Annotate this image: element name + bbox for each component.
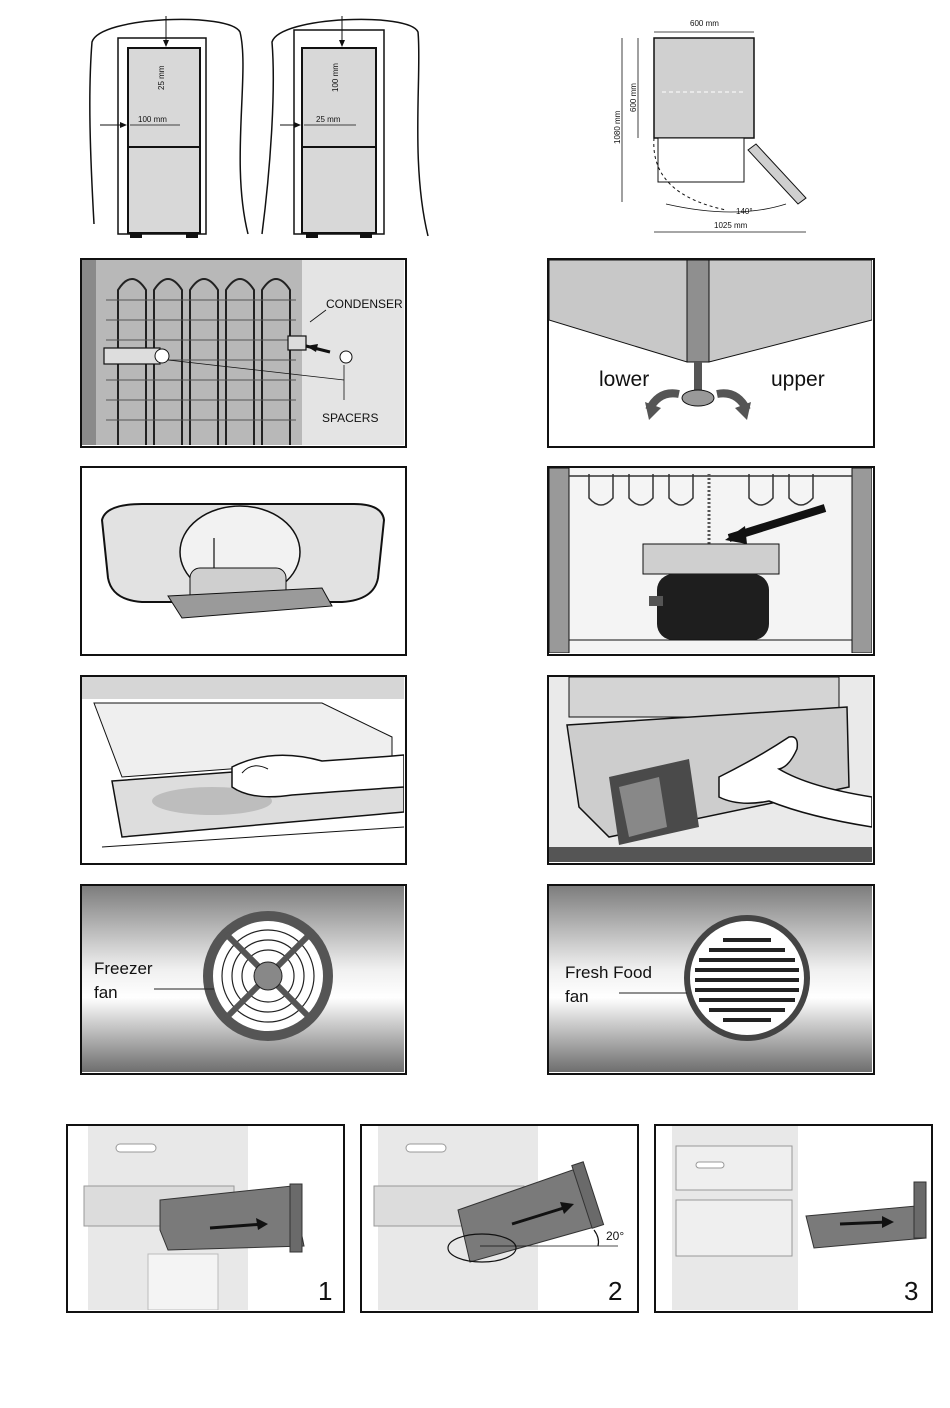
left-top-gap: 25 mm xyxy=(157,65,166,90)
drawer-step-2-panel: 20° 2 xyxy=(360,1124,639,1313)
depth-open-dimension: 1080 mm xyxy=(613,110,622,144)
cleaning-panel xyxy=(80,675,407,865)
condenser-label: CONDENSER xyxy=(326,297,403,311)
upper-label: upper xyxy=(771,368,825,391)
lower-label: lower xyxy=(599,368,649,391)
clearance-diagram: 25 mm 100 mm 100 mm 25 mm xyxy=(80,12,440,240)
spacers-label: SPACERS xyxy=(322,411,378,425)
step-2-angle: 20° xyxy=(606,1229,624,1243)
width-open-dimension: 1025 mm xyxy=(714,221,748,230)
width-dimension: 600 mm xyxy=(690,19,719,28)
step-2-number: 2 xyxy=(608,1276,622,1306)
door-angle: 140° xyxy=(736,207,753,216)
step-1-number: 1 xyxy=(318,1276,332,1306)
freezer-fan-panel: Freezer fan xyxy=(80,884,407,1075)
compressor-panel xyxy=(547,466,875,656)
lamp-cover-panel xyxy=(80,466,407,656)
depth-dimension: 600 mm xyxy=(629,83,638,112)
step-3-number: 3 xyxy=(904,1276,918,1306)
fresh-food-fan-label-1: Fresh Food xyxy=(565,963,652,982)
right-top-gap: 100 mm xyxy=(331,63,340,92)
fresh-food-fan-label-2: fan xyxy=(565,987,589,1006)
left-side-gap: 100 mm xyxy=(138,115,167,124)
drawer-removal-panel xyxy=(547,675,875,865)
dimension-diagram: 600 mm 600 mm 1080 mm 140° 1025 mm xyxy=(606,14,816,240)
condenser-spacers-panel: CONDENSER SPACERS xyxy=(80,258,407,448)
right-side-gap: 25 mm xyxy=(316,115,341,124)
drawer-step-1-panel: 1 xyxy=(66,1124,345,1313)
fresh-food-fan-panel: Fresh Food fan xyxy=(547,884,875,1075)
freezer-fan-label-1: Freezer xyxy=(94,959,153,978)
freezer-fan-label-2: fan xyxy=(94,983,118,1002)
drawer-step-3-panel: 3 xyxy=(654,1124,933,1313)
adjustable-feet-panel: lower upper xyxy=(547,258,875,448)
